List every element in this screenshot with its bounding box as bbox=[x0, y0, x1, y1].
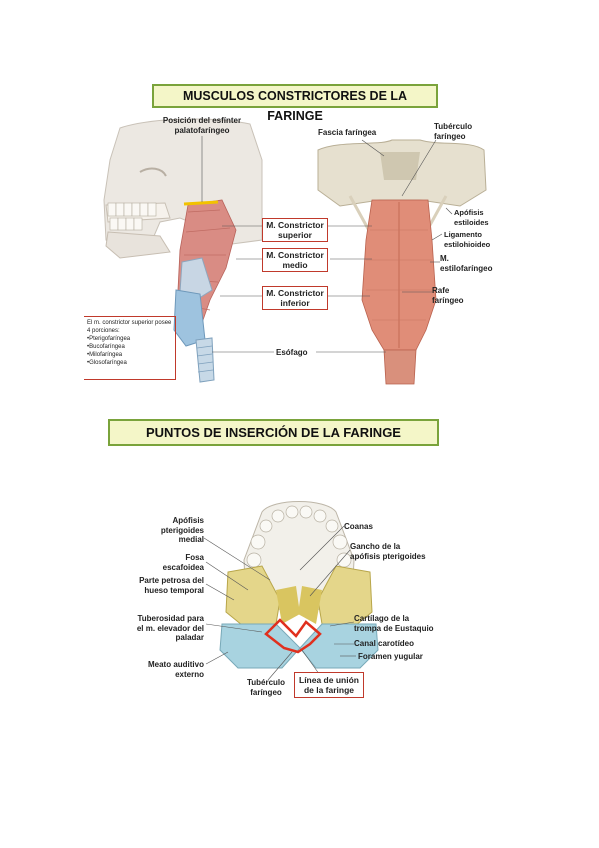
label-apofisis-pterigoides: Apófisis pterigoides medial bbox=[160, 516, 204, 544]
pharynx-posterior-illustration bbox=[317, 139, 487, 385]
box-constrictor-medio: M. Constrictor medio bbox=[262, 248, 328, 272]
label-foramen-yugular: Foramen yugular bbox=[358, 652, 423, 661]
leader-lines-section2 bbox=[203, 525, 356, 681]
box-constrictor-superior: M. Constrictor superior bbox=[262, 218, 328, 242]
constrictor-superior-note: El m. constrictor superior posee 4 porci… bbox=[84, 316, 176, 380]
label-fascia: Fascia faríngea bbox=[318, 128, 377, 137]
label-gancho: Gancho de la apófisis pterigoides bbox=[350, 542, 426, 561]
label-tuberculo-2: Tubérculo faríngeo bbox=[246, 678, 286, 697]
label-fosa-escafoidea: Fosa escafoidea bbox=[162, 553, 204, 572]
label-ligamento: Ligamento estilohioideo bbox=[444, 230, 491, 249]
section1-title: MUSCULOS CONSTRICTORES DE LA FARINGE bbox=[152, 84, 438, 123]
skull-base-illustration bbox=[219, 501, 379, 669]
label-parte-petrosa: Parte petrosa del hueso temporal bbox=[139, 576, 204, 595]
pharynx-lateral-muscles bbox=[173, 199, 237, 383]
label-cartilago: Cartílago de la trompa de Eustaquio bbox=[354, 614, 434, 633]
label-estilofaringeo: M. estilofaríngeo bbox=[440, 254, 493, 273]
label-canal-carotideo: Canal carotídeo bbox=[354, 639, 415, 648]
leader-lines-section1 bbox=[201, 136, 453, 353]
box-constrictor-inferior: M. Constrictor inferior bbox=[262, 286, 328, 310]
label-tuberosidad: Tuberosidad para el m. elevador del pala… bbox=[136, 614, 204, 642]
box-linea-union: Línea de unión de la faringe bbox=[294, 672, 364, 698]
section2-title: PUNTOS DE INSERCIÓN DE LA FARINGE bbox=[108, 419, 439, 446]
label-tuberculo-1: Tubérculo faríngeo bbox=[434, 122, 473, 141]
label-apofisis-estiloides: Apófisis estiloides bbox=[454, 208, 489, 227]
label-sphincter: Posición del esfínter palatofaríngeo bbox=[162, 116, 242, 135]
label-rafe: Rafe faríngeo bbox=[432, 286, 464, 305]
label-meato-auditivo: Meato auditivo externo bbox=[147, 660, 204, 679]
label-esofago: Esófago bbox=[276, 348, 308, 357]
label-coanas: Coanas bbox=[344, 522, 373, 531]
